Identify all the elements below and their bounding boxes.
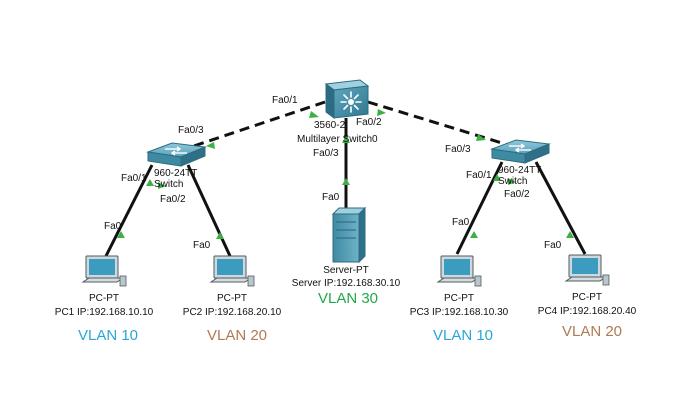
link-up-indicator — [146, 179, 154, 186]
switch-left-model-label: 960-24TT — [154, 168, 198, 179]
pc3-ip-label: PC3 IP:192.168.10.30 — [409, 307, 509, 318]
link-status-indicators — [117, 109, 574, 239]
link-up-indicator — [493, 174, 501, 181]
link-switch-left-pc2 — [186, 164, 232, 257]
link-up-indicator — [206, 142, 215, 149]
pc1-type-label: PC-PT — [89, 293, 119, 304]
link-switch-left-pc1 — [104, 164, 154, 257]
link-up-indicator — [117, 231, 125, 238]
server-type-label: Server-PT — [323, 265, 369, 276]
pc4-ip-label: PC4 IP:192.168.20.40 — [537, 306, 637, 317]
link-up-indicator — [342, 178, 350, 185]
link-switch-right-pc4 — [534, 161, 587, 255]
pc2-vlan-label: VLAN 20 — [206, 327, 268, 344]
pc1-icon[interactable] — [81, 255, 127, 287]
switch-right-model-label: 960-24TT — [498, 165, 542, 176]
port-label-pc4-fa0: Fa0 — [544, 240, 562, 251]
pc2-type-label: PC-PT — [217, 293, 247, 304]
switch-right-icon[interactable] — [490, 139, 551, 164]
link-up-indicator — [216, 232, 224, 239]
pc4-icon[interactable] — [564, 254, 610, 286]
link-mls-switch-left — [181, 100, 326, 152]
port-label-mls-fa0-2: Fa0/2 — [356, 117, 382, 128]
link-up-indicator — [470, 231, 478, 238]
server-icon[interactable] — [331, 206, 367, 264]
multilayer-switch-icon[interactable] — [324, 79, 370, 119]
pc4-vlan-label: VLAN 20 — [561, 323, 623, 340]
port-label-switch-left-fa0-2: Fa0/2 — [160, 194, 186, 205]
pc4-type-label: PC-PT — [572, 292, 602, 303]
link-mls-switch-right — [367, 100, 516, 149]
port-label-switch-right-fa0-3: Fa0/3 — [445, 144, 471, 155]
port-label-switch-left-fa0-3: Fa0/3 — [178, 125, 204, 136]
link-up-indicator — [476, 134, 486, 141]
port-label-pc3-fa0: Fa0 — [452, 217, 470, 228]
port-label-server-fa0: Fa0 — [322, 192, 340, 203]
pc2-ip-label: PC2 IP:192.168.20.10 — [182, 307, 282, 318]
pc3-type-label: PC-PT — [444, 293, 474, 304]
link-up-indicator — [377, 109, 386, 116]
port-label-pc2-fa0: Fa0 — [193, 240, 211, 251]
port-label-pc1-fa0: Fa0 — [104, 221, 122, 232]
link-up-indicator — [342, 136, 350, 143]
port-label-switch-right-fa0-2: Fa0/2 — [504, 189, 530, 200]
switch-left-name-label: Switch — [154, 179, 184, 190]
server-ip-label: Server IP:192.168.30.10 — [291, 278, 401, 289]
switch-right-name-label: Switch — [498, 176, 528, 187]
server-vlan-label: VLAN 30 — [317, 290, 379, 307]
link-up-indicator — [508, 178, 516, 185]
link-switch-right-pc3 — [455, 161, 504, 255]
pc1-vlan-label: VLAN 10 — [77, 327, 139, 344]
pc3-icon[interactable] — [436, 255, 482, 287]
port-label-switch-right-fa0-1: Fa0/1 — [466, 170, 492, 181]
pc2-icon[interactable] — [209, 255, 255, 287]
link-up-indicator — [158, 182, 166, 189]
link-up-indicator — [309, 111, 319, 118]
pc1-ip-label: PC1 IP:192.168.10.10 — [54, 307, 154, 318]
port-label-switch-left-fa0-1: Fa0/1 — [121, 173, 147, 184]
port-label-mls-fa0-3: Fa0/3 — [313, 148, 339, 159]
switch-left-icon[interactable] — [146, 142, 207, 167]
link-up-indicator — [566, 231, 574, 238]
port-label-mls-fa0-1: Fa0/1 — [272, 95, 298, 106]
multilayer-switch-model-label: 3560-2 — [314, 120, 346, 131]
multilayer-switch-name-label: Multilayer Switch0 — [297, 134, 378, 145]
pc3-vlan-label: VLAN 10 — [432, 327, 494, 344]
